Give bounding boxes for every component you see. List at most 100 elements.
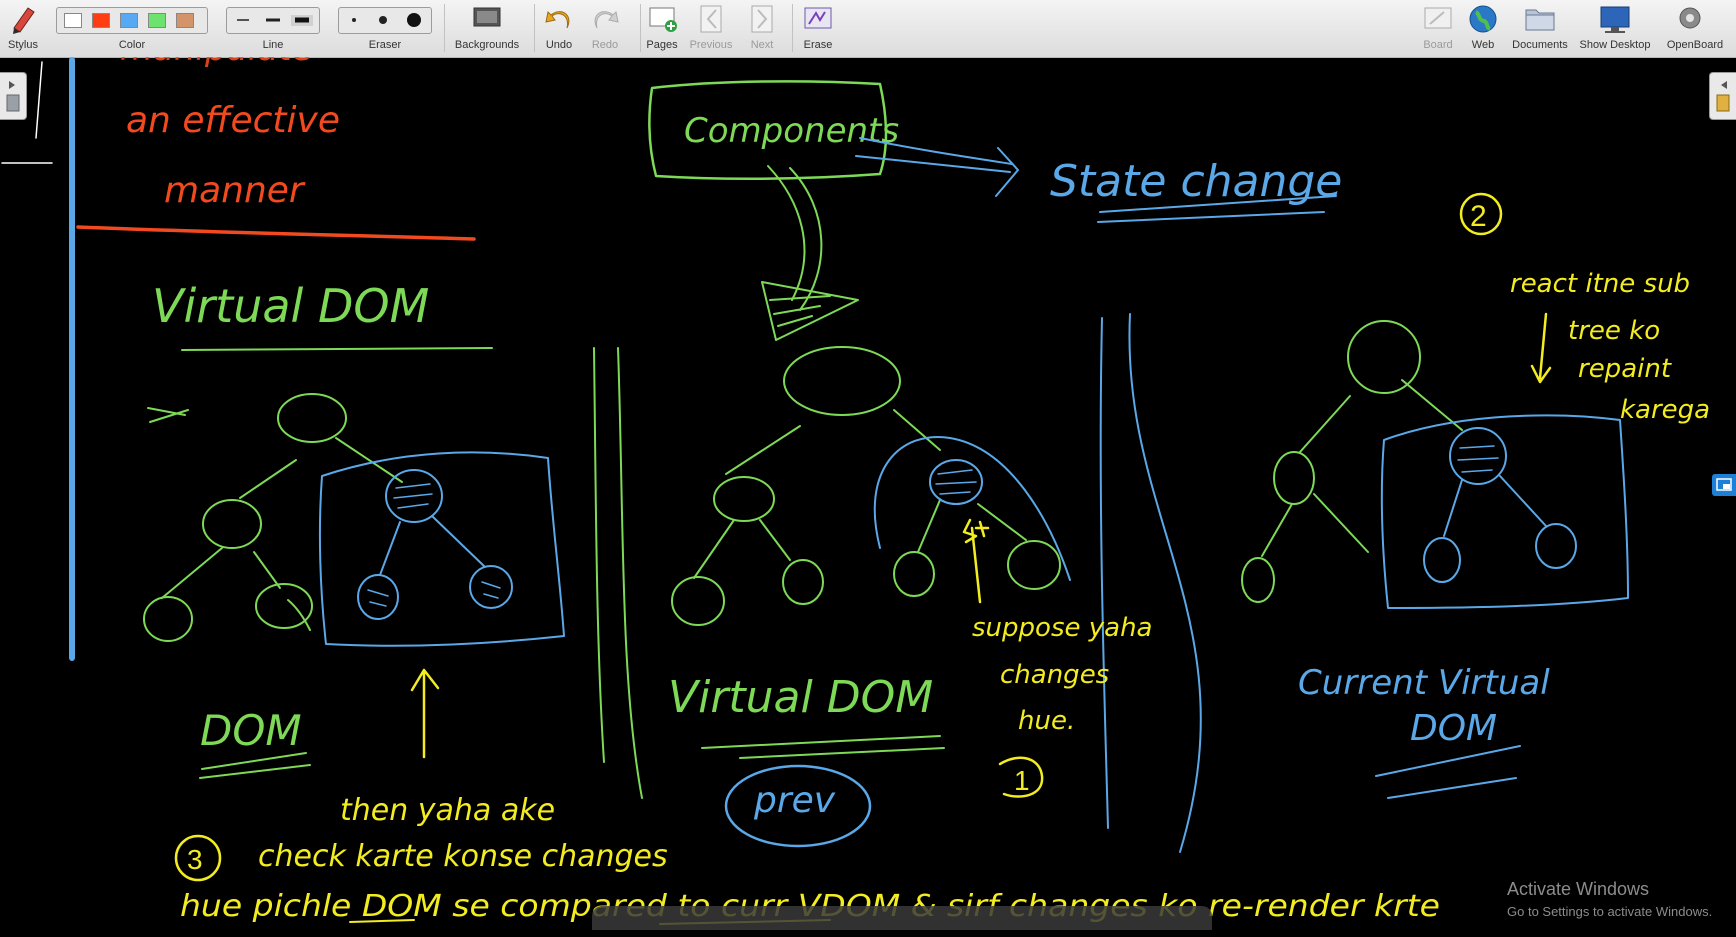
next-label: Next: [750, 39, 774, 51]
red-note-line-2: manner: [164, 170, 306, 211]
number-1-circle: [998, 756, 1044, 798]
red-underline: [76, 225, 476, 241]
board-button[interactable]: Board: [1418, 2, 1458, 51]
activate-title: Activate Windows: [1507, 879, 1650, 899]
bottom-tool-strip[interactable]: [592, 906, 1212, 930]
color-palette: [56, 7, 208, 34]
redo-label: Redo: [591, 39, 619, 51]
openboard-label: OpenBoard: [1666, 39, 1724, 51]
arrow-to-state-change: [855, 137, 1019, 197]
line-label: Line: [262, 39, 284, 51]
number-3-circle: [174, 834, 222, 882]
current-vdom-line-2: DOM: [1410, 708, 1497, 749]
check-line: check karte konse changes: [258, 839, 668, 874]
erase-label: Erase: [803, 39, 833, 51]
redo-icon: [594, 10, 619, 29]
eraser-label: Eraser: [368, 39, 402, 51]
left-palette-toggle[interactable]: [0, 72, 27, 120]
virtual-dom-title: Virtual DOM: [152, 279, 429, 333]
backgrounds-icon: [473, 7, 501, 27]
board-icon: [1424, 7, 1452, 29]
next-button[interactable]: Next: [742, 2, 782, 51]
stylus-label: Stylus: [8, 39, 38, 51]
web-label: Web: [1471, 39, 1495, 51]
components-box: [648, 80, 888, 181]
monitor-icon: [1600, 6, 1630, 33]
react-note-line-4: karega: [1620, 395, 1710, 425]
prev-label: prev: [753, 780, 836, 821]
undo-icon: [545, 10, 570, 29]
arrow-down-to-note: [970, 526, 982, 604]
show-desktop-label: Show Desktop: [1579, 39, 1651, 51]
folder-icon: [1525, 9, 1555, 31]
color-swatch-white[interactable]: [64, 13, 82, 28]
color-swatch-tan[interactable]: [176, 13, 194, 28]
suppose-note-line-2: changes: [1000, 660, 1109, 690]
then-note: then yaha ake: [340, 793, 555, 828]
number-2-circle: [1459, 192, 1503, 236]
windows-activation-watermark: Activate Windows Go to Settings to activ…: [1507, 879, 1712, 919]
openboard-menu-button[interactable]: OpenBoard: [1660, 2, 1730, 51]
whiteboard-canvas[interactable]: manipulate an effective manner Virtual D…: [0, 57, 1736, 937]
components-label: Components: [684, 111, 899, 151]
chevron-right-icon: [6, 81, 20, 112]
eraser-small-option[interactable]: [352, 18, 356, 22]
web-button[interactable]: Web: [1464, 2, 1502, 51]
line-width-group: [226, 7, 320, 34]
globe-icon: [1469, 5, 1497, 33]
pages-add-icon: [649, 7, 677, 32]
pages-label: Pages: [646, 39, 678, 51]
color-swatch-green[interactable]: [148, 13, 166, 28]
backgrounds-button[interactable]: Backgrounds: [450, 2, 524, 51]
number-1: 1: [1014, 765, 1030, 796]
color-swatch-red[interactable]: [92, 13, 110, 28]
dom-label: DOM: [200, 706, 302, 755]
svg-text:manipulate: manipulate: [120, 57, 313, 69]
redo-button[interactable]: Redo: [586, 2, 624, 51]
chevron-left-icon: [1716, 81, 1730, 112]
stylus-icon: [13, 7, 35, 34]
next-page-icon: [751, 5, 773, 33]
previous-virtual-dom-tree: [671, 346, 1071, 626]
window-icon: [1716, 478, 1732, 491]
documents-button[interactable]: Documents: [1510, 2, 1570, 51]
dom-changed-subtree: [318, 451, 565, 647]
react-note-line-3: repaint: [1578, 354, 1672, 384]
prev-circle: [724, 764, 872, 848]
right-palette-toggle[interactable]: [1709, 72, 1736, 120]
suppose-note-line-1: suppose yaha: [972, 613, 1152, 643]
board-label: Board: [1423, 39, 1453, 51]
floating-window-button[interactable]: [1712, 474, 1736, 496]
dom-tree: [143, 393, 403, 642]
number-2: 2: [1470, 200, 1487, 233]
activate-subtitle: Go to Settings to activate Windows.: [1507, 904, 1713, 919]
backgrounds-label: Backgrounds: [454, 39, 520, 51]
undo-label: Undo: [545, 39, 573, 51]
color-swatch-blue[interactable]: [120, 13, 138, 28]
erase-button[interactable]: Erase: [798, 2, 838, 51]
react-note-line-2: tree ko: [1568, 316, 1660, 346]
arrow-up: [410, 668, 440, 759]
eraser-large-option[interactable]: [407, 13, 421, 27]
eraser-medium-option[interactable]: [379, 16, 387, 24]
toolbar: Stylus Color Line Eraser: [0, 0, 1736, 58]
previous-button[interactable]: Previous: [688, 2, 734, 51]
current-vdom-line-1: Current Virtual: [1298, 663, 1550, 703]
pages-button[interactable]: Pages: [644, 2, 680, 51]
color-label: Color: [118, 39, 146, 51]
gear-icon: [1679, 7, 1701, 29]
virtual-dom-underline: [181, 347, 493, 351]
stylus-tool[interactable]: Stylus: [4, 2, 42, 51]
erase-board-icon: [804, 7, 832, 29]
previous-label: Previous: [689, 39, 733, 51]
middle-virtual-dom-label: Virtual DOM: [668, 672, 933, 723]
eraser-size-group: [338, 7, 432, 34]
undo-button[interactable]: Undo: [540, 2, 578, 51]
suppose-note-line-3: hue.: [1018, 706, 1075, 736]
current-virtual-dom-tree: [1241, 320, 1629, 609]
documents-label: Documents: [1512, 39, 1568, 51]
previous-page-icon: [700, 5, 722, 33]
number-3: 3: [187, 844, 203, 875]
show-desktop-button[interactable]: Show Desktop: [1576, 2, 1654, 51]
red-note-line-1: an effective: [126, 100, 340, 141]
